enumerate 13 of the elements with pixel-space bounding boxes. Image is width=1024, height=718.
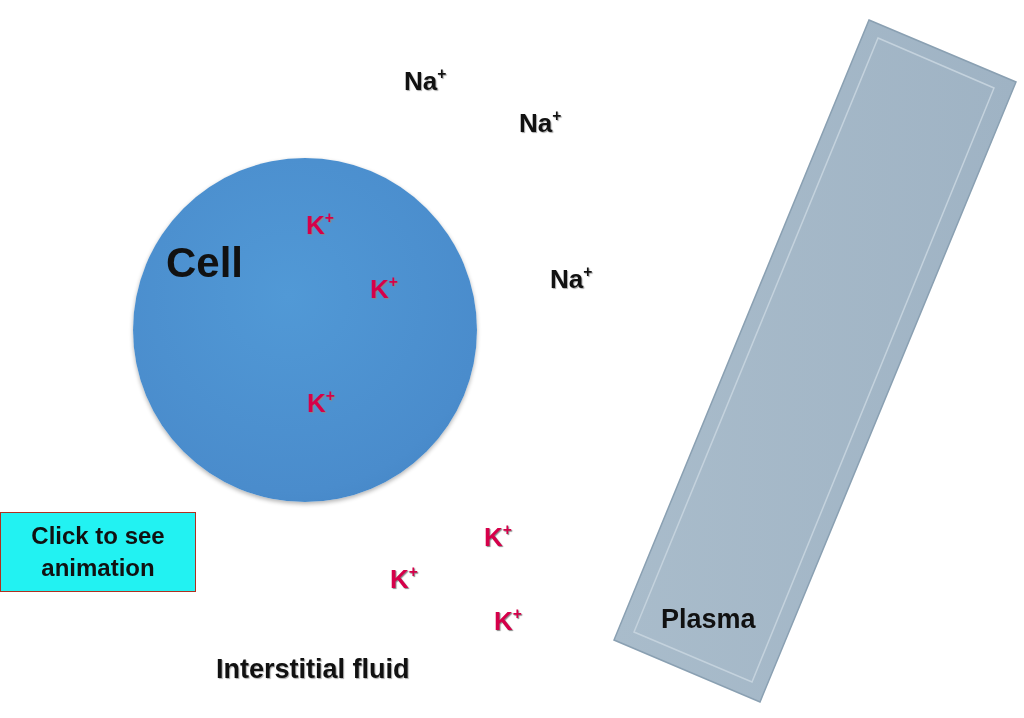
potassium-ion-label: K$^{+}$ — [494, 606, 522, 634]
sodium-ion-label: Na$^{+}$ — [404, 66, 447, 94]
potassium-ion-label: K$^{+}$ — [307, 388, 335, 416]
potassium-ion-label: K$^{+}$ — [306, 210, 334, 238]
cell-label: Cell — [166, 242, 244, 284]
sodium-ion-label: Na$^{+}$ — [550, 264, 593, 292]
animation-button: Click to see animation — [0, 512, 196, 592]
sodium-ion-label: Na$^{+}$ — [519, 108, 562, 136]
plasma-label: Plasma — [661, 606, 756, 633]
potassium-ion-label: K$^{+}$ — [390, 564, 418, 592]
potassium-ion-label: K$^{+}$ — [484, 522, 512, 550]
interstitial-fluid-label: Interstitial fluid — [216, 656, 410, 683]
potassium-ion-label: K$^{+}$ — [370, 274, 398, 302]
